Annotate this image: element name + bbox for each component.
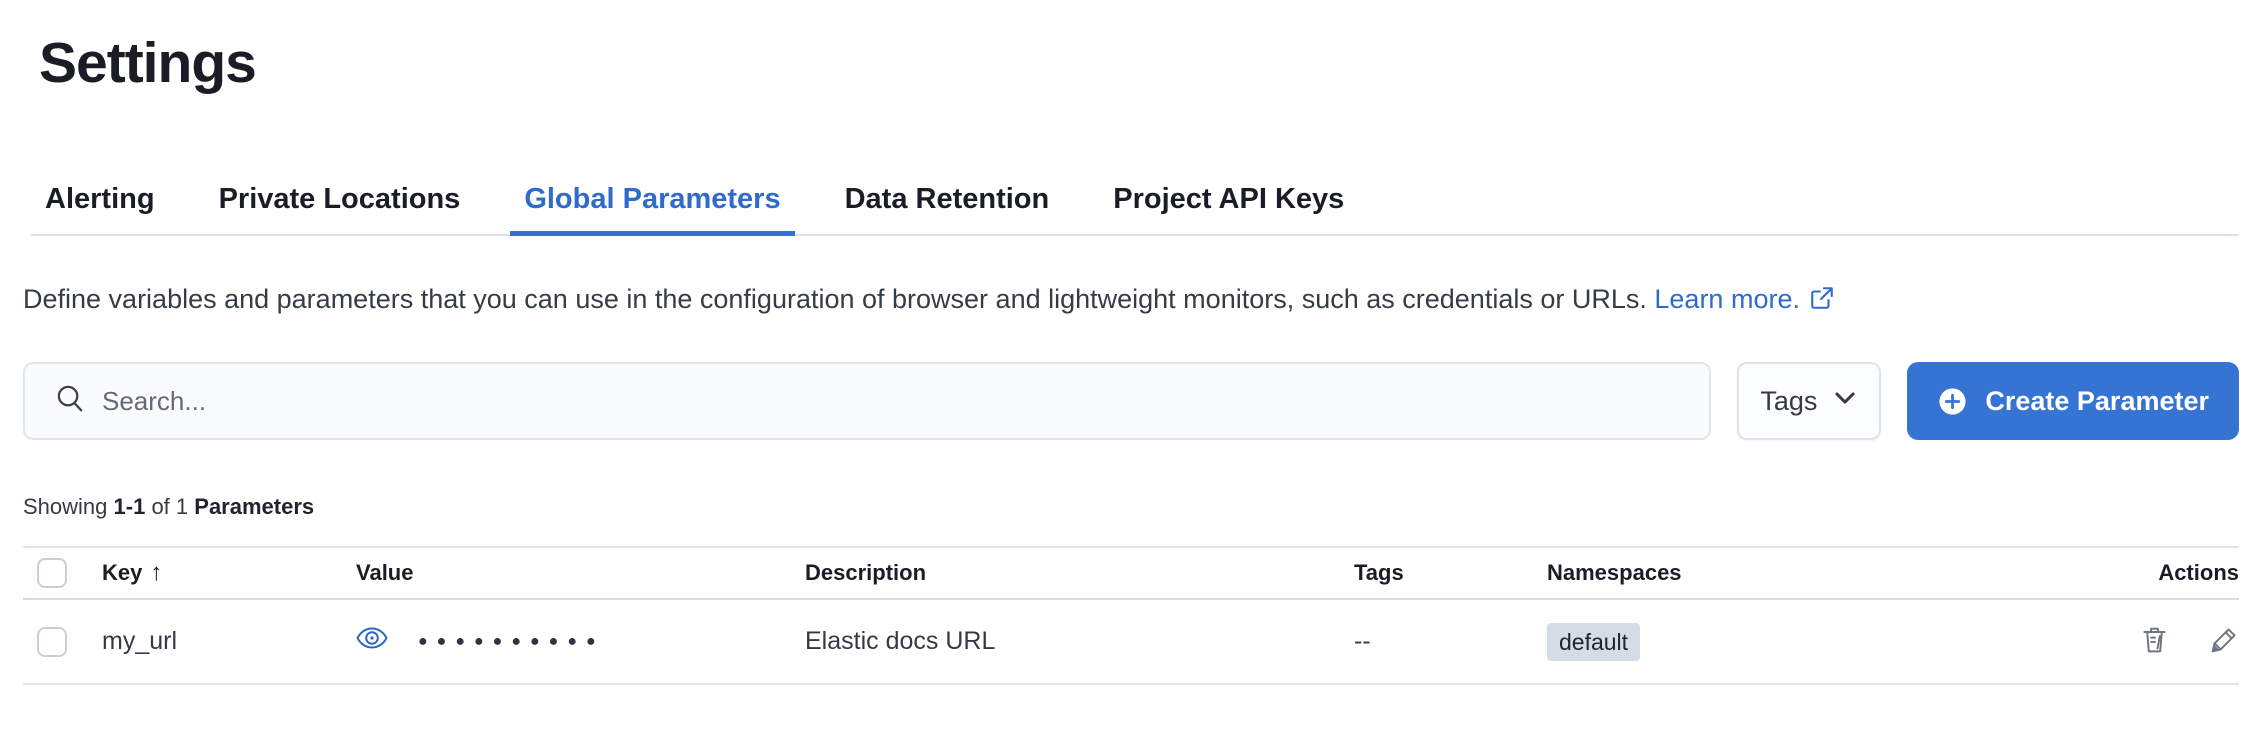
namespace-badge: default [1547,622,1641,661]
tab-global-parameters[interactable]: Global Parameters [510,183,795,237]
settings-page: Settings Alerting Private Locations Glob… [0,28,2262,686]
trash-icon [2139,625,2170,659]
header-tags: Tags [1354,560,1404,586]
tab-data-retention[interactable]: Data Retention [844,183,1050,216]
learn-more-label: Learn more. [1654,284,1800,315]
tab-private-locations[interactable]: Private Locations [218,183,461,216]
row-description: Elastic docs URL [805,627,996,656]
select-all-checkbox[interactable] [37,558,67,589]
row-checkbox[interactable] [37,626,67,657]
page-title: Settings [39,31,257,95]
page-description: Define variables and parameters that you… [23,276,2213,326]
summary-entity: Parameters [194,494,315,520]
header-key[interactable]: Key ↑ [102,559,356,587]
search-input[interactable] [102,385,1690,417]
select-all-cell [23,558,102,589]
description-text: Define variables and parameters that you… [23,284,1647,315]
tags-filter-button[interactable]: Tags [1737,362,1882,441]
edit-button[interactable] [2208,625,2239,659]
learn-more-link[interactable]: Learn more. [1654,284,1835,314]
sort-ascending-icon: ↑ [150,559,163,587]
eye-icon[interactable] [356,622,388,661]
row-tags: -- [1354,627,1371,656]
summary-middle: of 1 [151,494,189,520]
header-actions: Actions [2158,560,2239,586]
summary-prefix: Showing [23,494,108,520]
tags-filter-label: Tags [1760,385,1818,416]
row-value-cell: ●●●●●●●●●● [356,622,805,661]
parameters-table: Key ↑ Value Description Tags Namespaces A… [23,546,2239,686]
row-select-cell [23,626,102,657]
external-link-icon [1809,279,1835,326]
results-summary: Showing 1-1 of 1 Parameters [23,494,2239,520]
plus-in-circle-icon [1937,386,1968,417]
row-actions [1987,625,2239,659]
table-row: my_url ●●●●●●●●●● Elastic docs URL -- de… [23,600,2239,686]
header-value: Value [356,560,414,586]
tab-project-api-keys[interactable]: Project API Keys [1113,183,1345,216]
header-key-label: Key [102,560,143,586]
settings-tabs: Alerting Private Locations Global Parame… [31,183,2239,237]
header-description: Description [805,560,927,586]
create-parameter-label: Create Parameter [1985,385,2209,416]
tab-alerting[interactable]: Alerting [45,183,155,216]
row-key: my_url [102,627,178,656]
summary-range: 1-1 [113,494,146,520]
parameters-toolbar: Tags Create Parameter [23,362,2239,441]
search-box[interactable] [23,362,1712,441]
row-namespaces: default [1547,622,1987,661]
header-namespaces: Namespaces [1547,560,1682,586]
search-icon [55,383,86,419]
pencil-icon [2208,625,2239,659]
chevron-down-icon [1832,385,1858,418]
masked-value: ●●●●●●●●●● [418,632,605,650]
create-parameter-button[interactable]: Create Parameter [1907,362,2239,441]
delete-button[interactable] [2139,625,2170,659]
table-header-row: Key ↑ Value Description Tags Namespaces A… [23,546,2239,601]
